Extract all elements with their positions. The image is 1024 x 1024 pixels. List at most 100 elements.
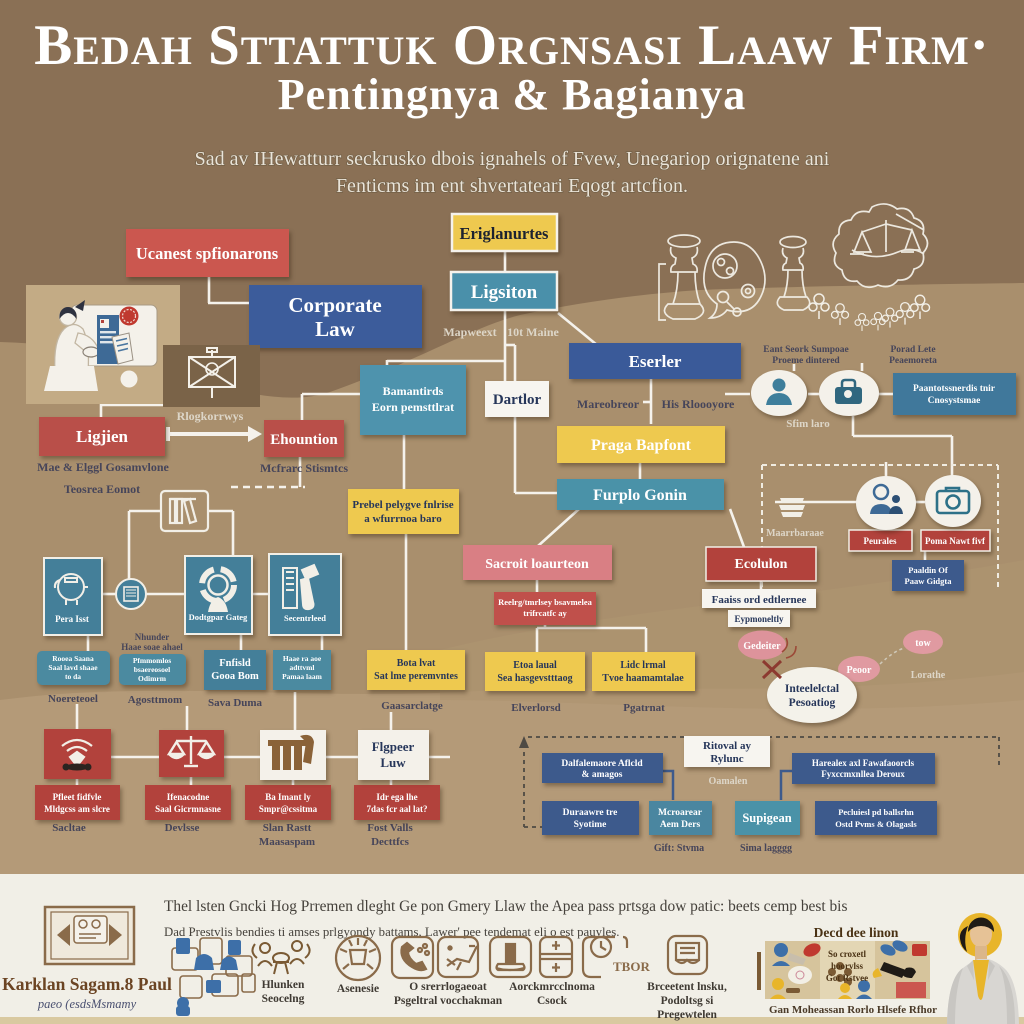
svg-text:Pera Isst: Pera Isst [55, 614, 89, 624]
svg-text:Smpr@cssitma: Smpr@cssitma [259, 804, 318, 814]
svg-text:Saal Gicrmnasne: Saal Gicrmnasne [155, 804, 221, 814]
svg-text:Sad av IHewatturr seckrusko db: Sad av IHewatturr seckrusko dbois ignahe… [195, 148, 830, 170]
svg-text:Proeme dintered: Proeme dintered [772, 356, 840, 366]
svg-text:Faaiss ord edtlernee: Faaiss ord edtlernee [712, 594, 807, 606]
svg-text:Idr ega lhe: Idr ega lhe [376, 792, 417, 802]
svg-text:trifrcatfc ay: trifrcatfc ay [523, 608, 567, 618]
svg-text:Maasaspam: Maasaspam [259, 836, 315, 848]
svg-text:So croxetl: So croxetl [828, 949, 867, 959]
svg-text:Noereteoel: Noereteoel [48, 693, 98, 705]
svg-text:Corporate: Corporate [288, 293, 381, 317]
svg-text:Saal lavd shaae: Saal lavd shaae [48, 663, 98, 672]
svg-text:Eypmoneltly: Eypmoneltly [734, 614, 784, 624]
svg-text:Law: Law [315, 317, 356, 341]
svg-text:Teosrea Eomot: Teosrea Eomot [64, 482, 140, 496]
svg-text:Ecolulon: Ecolulon [735, 557, 788, 572]
svg-text:Dartlor: Dartlor [493, 392, 542, 408]
svg-text:Dalfalemaore Aflcld: Dalfalemaore Aflcld [561, 759, 643, 769]
svg-text:Gift: Stvma: Gift: Stvma [654, 843, 704, 854]
svg-text:Paantotssnerdis tnir: Paantotssnerdis tnir [913, 384, 996, 394]
svg-text:Flgpeer: Flgpeer [372, 739, 415, 754]
svg-text:Dad Prestvlis bendies ti amses: Dad Prestvlis bendies ti amses prlgyondy… [164, 925, 619, 939]
svg-text:paeo (esdsMsmamy: paeo (esdsMsmamy [37, 997, 137, 1011]
svg-text:Sacroit loaurteon: Sacroit loaurteon [485, 557, 589, 572]
svg-text:O srerrlogaeoat: O srerrlogaeoat [409, 981, 487, 993]
svg-text:Pregewtelen: Pregewtelen [657, 1009, 717, 1021]
svg-text:Pesoatiog: Pesoatiog [789, 697, 836, 709]
svg-text:a wfurrnoa baro: a wfurrnoa baro [364, 513, 442, 525]
svg-text:Bedah Sttattuk Orgnsasi Laaw F: Bedah Sttattuk Orgnsasi Laaw Firm· [34, 14, 990, 77]
svg-text:Secentrleed: Secentrleed [284, 613, 326, 623]
svg-text:Pfmmomlos: Pfmmomlos [133, 656, 171, 665]
svg-text:Poma Nawt fivf: Poma Nawt fivf [925, 536, 986, 546]
svg-text:bsaereosoel: bsaereosoel [134, 665, 171, 674]
svg-text:Mae & Elggl Gosamvlone: Mae & Elggl Gosamvlone [37, 460, 169, 474]
svg-text:Eserler: Eserler [629, 352, 682, 371]
svg-text:Aem Ders: Aem Ders [660, 820, 701, 830]
svg-text:Dodtgpar Gateg: Dodtgpar Gateg [189, 612, 248, 622]
svg-text:Mcfrarc Stismtcs: Mcfrarc Stismtcs [260, 461, 348, 475]
svg-text:Prebel pelygve fnlrise: Prebel pelygve fnlrise [352, 499, 453, 511]
svg-text:Paaldin Of: Paaldin Of [908, 565, 948, 575]
svg-text:Sima lagggg: Sima lagggg [740, 843, 792, 854]
svg-text:Rooea Saana: Rooea Saana [52, 654, 94, 663]
svg-text:Haae soae ahael: Haae soae ahael [121, 642, 183, 652]
svg-text:Etoa laual: Etoa laual [513, 660, 557, 671]
svg-text:Tvoe haamamtalae: Tvoe haamamtalae [602, 673, 684, 684]
svg-text:Inteelelctal: Inteelelctal [785, 683, 839, 695]
svg-text:& amagos: & amagos [582, 770, 623, 780]
svg-text:His Rloooyore: His Rloooyore [662, 397, 735, 411]
svg-text:Supigean: Supigean [742, 811, 791, 825]
svg-text:Bota lvat: Bota lvat [397, 658, 436, 669]
svg-text:Gedeiter: Gedeiter [743, 641, 781, 652]
svg-text:Sat lme peremvntes: Sat lme peremvntes [374, 671, 458, 682]
svg-text:Devlsse: Devlsse [165, 822, 200, 834]
svg-text:Pentingnya & Bagianya: Pentingnya & Bagianya [278, 70, 746, 119]
svg-text:Mareobreor: Mareobreor [577, 397, 640, 411]
svg-text:Pfleet fidfvle: Pfleet fidfvle [53, 792, 102, 802]
svg-text:to da: to da [65, 672, 81, 681]
svg-text:Luw: Luw [380, 755, 406, 770]
svg-text:Aorckmrcclnoma: Aorckmrcclnoma [509, 981, 595, 993]
svg-text:Furplo Gonin: Furplo Gonin [593, 487, 687, 504]
svg-text:Syotime: Syotime [574, 820, 607, 830]
svg-text:Karklan Sagam.8 Paul: Karklan Sagam.8 Paul [2, 974, 172, 994]
svg-text:Peoor: Peoor [847, 665, 873, 676]
svg-text:Csock: Csock [537, 995, 568, 1007]
svg-text:Cnosystsmae: Cnosystsmae [928, 396, 981, 406]
svg-text:Sfim laro: Sfim laro [786, 418, 830, 430]
svg-text:Eriglanurtes: Eriglanurtes [460, 224, 549, 243]
svg-text:Nhunder: Nhunder [135, 632, 170, 642]
svg-text:Harealex axl Fawafaoorcls: Harealex axl Fawafaoorcls [812, 758, 915, 768]
svg-text:Ostd Pvms & Olagasls: Ostd Pvms & Olagasls [835, 819, 917, 829]
svg-text:Fnfisld: Fnfisld [219, 658, 251, 669]
svg-text:Asenesie: Asenesie [337, 983, 379, 995]
svg-text:Ehountion: Ehountion [270, 432, 338, 448]
svg-text:Eant Seork Sumpoae: Eant Seork Sumpoae [763, 345, 849, 355]
svg-text:Thel lsten Gncki Hog Prremen d: Thel lsten Gncki Hog Prremen dleght Ge p… [164, 898, 847, 915]
svg-text:Bamantirds: Bamantirds [383, 384, 444, 398]
svg-text:Agosttmom: Agosttmom [128, 694, 182, 706]
svg-text:Paaw Gidgta: Paaw Gidgta [905, 576, 953, 586]
svg-text:Podoltsg si: Podoltsg si [661, 995, 715, 1007]
svg-text:Sava Duma: Sava Duma [208, 697, 263, 709]
svg-text:Elverlorsd: Elverlorsd [511, 702, 561, 714]
svg-text:Mapweext: Mapweext [443, 325, 496, 339]
svg-text:Hlunken: Hlunken [262, 979, 305, 991]
svg-text:Lidc lrmal: Lidc lrmal [620, 660, 665, 671]
svg-text:Ba Imant ly: Ba Imant ly [265, 792, 311, 802]
svg-text:Haae ra aoe: Haae ra aoe [283, 654, 322, 663]
svg-text:7das fcr aal lat?: 7das fcr aal lat? [366, 804, 427, 814]
svg-text:Lorathe: Lorathe [911, 670, 946, 681]
svg-text:adttvml: adttvml [290, 663, 315, 672]
svg-text:Ucanest spfionarons: Ucanest spfionarons [136, 244, 279, 263]
svg-text:Decd dee linon: Decd dee linon [814, 925, 899, 940]
svg-text:Brceetent lnsku,: Brceetent lnsku, [647, 981, 727, 993]
svg-text:Psgeltral vocchakman: Psgeltral vocchakman [394, 995, 503, 1007]
svg-text:Got Rstvee: Got Rstvee [826, 973, 868, 983]
svg-text:Sacltae: Sacltae [52, 822, 86, 834]
svg-text:Porad Lete: Porad Lete [890, 345, 935, 355]
svg-text:Mldgcss am slcre: Mldgcss am slcre [44, 804, 110, 814]
svg-text:Decttfcs: Decttfcs [371, 836, 410, 848]
svg-text:Duraawre tre: Duraawre tre [563, 808, 618, 818]
